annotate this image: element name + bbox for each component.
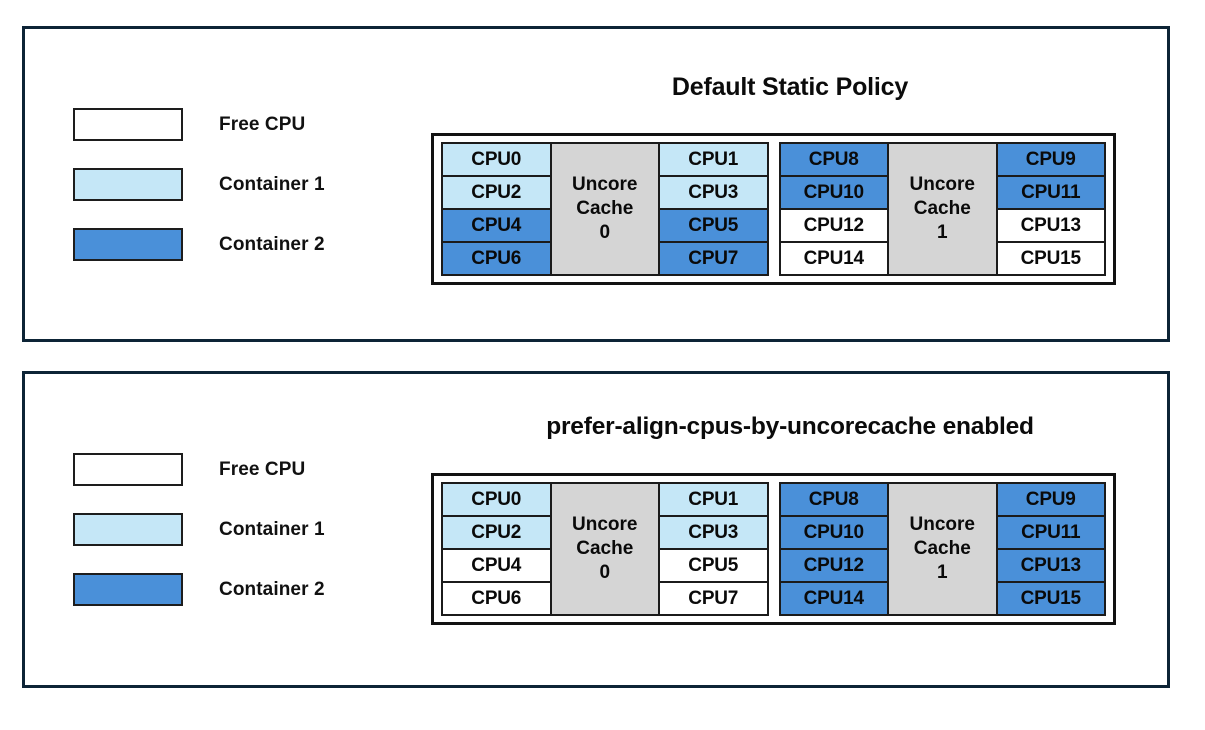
page-title: Default Static Policy <box>671 73 909 101</box>
cpu-column-left: CPU8 CPU10 CPU12 CPU14 <box>780 484 887 614</box>
policy-panel-default: Default Static Policy Free CPU Container… <box>22 26 1170 342</box>
cpu-cell: CPU11 <box>997 517 1104 550</box>
cpu-cell: CPU7 <box>660 243 767 274</box>
uncore-cache-line-2: Cache <box>576 198 634 220</box>
cpu-cell: CPU1 <box>660 484 767 517</box>
uncore-cache-box: Uncore Cache 0 <box>549 144 660 274</box>
cpu-cell: CPU0 <box>443 144 550 177</box>
cache-group-0: CPU0 CPU2 CPU4 CPU6 Uncore Cache 0 CPU1 … <box>441 482 769 616</box>
cpu-column-left: CPU0 CPU2 CPU4 CPU6 <box>443 144 550 274</box>
cpu-cell: CPU4 <box>443 550 550 583</box>
cpu-cell: CPU9 <box>997 484 1104 517</box>
cpu-cell: CPU3 <box>660 177 767 210</box>
legend-item-container-1: Container 1 <box>73 168 325 201</box>
uncore-cache-line-1: Uncore <box>909 514 975 536</box>
legend-swatch-container-2 <box>73 228 183 261</box>
legend-label-container-1: Container 1 <box>219 518 325 540</box>
cpu-column-right: CPU9 CPU11 CPU13 CPU15 <box>997 484 1104 614</box>
cpu-cell: CPU14 <box>780 243 887 274</box>
legend-swatch-container-1 <box>73 513 183 546</box>
policy-panel-prefer-align: prefer-align-cpus-by-uncorecache enabled… <box>22 371 1170 688</box>
cpu-cell: CPU15 <box>997 583 1104 614</box>
cpu-column-right: CPU1 CPU3 CPU5 CPU7 <box>660 484 767 614</box>
legend-item-free-cpu: Free CPU <box>73 108 325 141</box>
uncore-cache-index: 0 <box>599 221 611 243</box>
legend-item-free-cpu: Free CPU <box>73 453 325 486</box>
uncore-cache-line-2: Cache <box>576 538 634 560</box>
cpu-topology-diagram: CPU0 CPU2 CPU4 CPU6 Uncore Cache 0 CPU1 … <box>431 133 1116 285</box>
legend-item-container-2: Container 2 <box>73 228 325 261</box>
cpu-cell: CPU13 <box>997 210 1104 243</box>
cpu-cell: CPU14 <box>780 583 887 614</box>
cpu-cell: CPU13 <box>997 550 1104 583</box>
legend-label-free-cpu: Free CPU <box>219 113 306 135</box>
cpu-cell: CPU15 <box>997 243 1104 274</box>
cpu-cell: CPU11 <box>997 177 1104 210</box>
uncore-cache-box: Uncore Cache 1 <box>887 144 998 274</box>
cpu-cell: CPU3 <box>660 517 767 550</box>
cpu-cell: CPU2 <box>443 177 550 210</box>
cpu-cell: CPU10 <box>780 177 887 210</box>
cpu-cell: CPU8 <box>780 484 887 517</box>
cpu-cell: CPU5 <box>660 550 767 583</box>
legend: Free CPU Container 1 Container 2 <box>73 108 325 261</box>
cache-group-1: CPU8 CPU10 CPU12 CPU14 Uncore Cache 1 CP… <box>778 142 1106 276</box>
legend-label-container-2: Container 2 <box>219 233 325 255</box>
uncore-cache-line-2: Cache <box>913 198 971 220</box>
uncore-cache-line-1: Uncore <box>909 174 975 196</box>
uncore-cache-line-1: Uncore <box>572 174 638 196</box>
cpu-cell: CPU2 <box>443 517 550 550</box>
cpu-cell: CPU10 <box>780 517 887 550</box>
cpu-cell: CPU0 <box>443 484 550 517</box>
uncore-cache-box: Uncore Cache 0 <box>549 484 660 614</box>
page-title: prefer-align-cpus-by-uncorecache enabled <box>546 413 1034 440</box>
cpu-column-right: CPU1 CPU3 CPU5 CPU7 <box>660 144 767 274</box>
legend-item-container-2: Container 2 <box>73 573 325 606</box>
legend-label-container-2: Container 2 <box>219 578 325 600</box>
legend-swatch-free-cpu <box>73 108 183 141</box>
cpu-cell: CPU4 <box>443 210 550 243</box>
cpu-cell: CPU6 <box>443 243 550 274</box>
legend-swatch-container-1 <box>73 168 183 201</box>
legend-label-free-cpu: Free CPU <box>219 458 306 480</box>
cache-group-0: CPU0 CPU2 CPU4 CPU6 Uncore Cache 0 CPU1 … <box>441 142 769 276</box>
uncore-cache-index: 1 <box>936 561 948 583</box>
cpu-cell: CPU5 <box>660 210 767 243</box>
uncore-cache-index: 0 <box>599 561 611 583</box>
uncore-cache-box: Uncore Cache 1 <box>887 484 998 614</box>
cpu-topology-diagram: CPU0 CPU2 CPU4 CPU6 Uncore Cache 0 CPU1 … <box>431 473 1116 625</box>
cpu-cell: CPU12 <box>780 210 887 243</box>
cpu-cell: CPU9 <box>997 144 1104 177</box>
legend: Free CPU Container 1 Container 2 <box>73 453 325 606</box>
legend-label-container-1: Container 1 <box>219 173 325 195</box>
cpu-cell: CPU6 <box>443 583 550 614</box>
cpu-column-left: CPU8 CPU10 CPU12 CPU14 <box>780 144 887 274</box>
cpu-cell: CPU7 <box>660 583 767 614</box>
cache-group-1: CPU8 CPU10 CPU12 CPU14 Uncore Cache 1 CP… <box>778 482 1106 616</box>
uncore-cache-index: 1 <box>936 221 948 243</box>
cpu-cell: CPU12 <box>780 550 887 583</box>
uncore-cache-line-2: Cache <box>913 538 971 560</box>
legend-swatch-free-cpu <box>73 453 183 486</box>
cpu-cell: CPU8 <box>780 144 887 177</box>
legend-swatch-container-2 <box>73 573 183 606</box>
legend-item-container-1: Container 1 <box>73 513 325 546</box>
cpu-column-right: CPU9 CPU11 CPU13 CPU15 <box>997 144 1104 274</box>
cpu-column-left: CPU0 CPU2 CPU4 CPU6 <box>443 484 550 614</box>
cpu-cell: CPU1 <box>660 144 767 177</box>
uncore-cache-line-1: Uncore <box>572 514 638 536</box>
